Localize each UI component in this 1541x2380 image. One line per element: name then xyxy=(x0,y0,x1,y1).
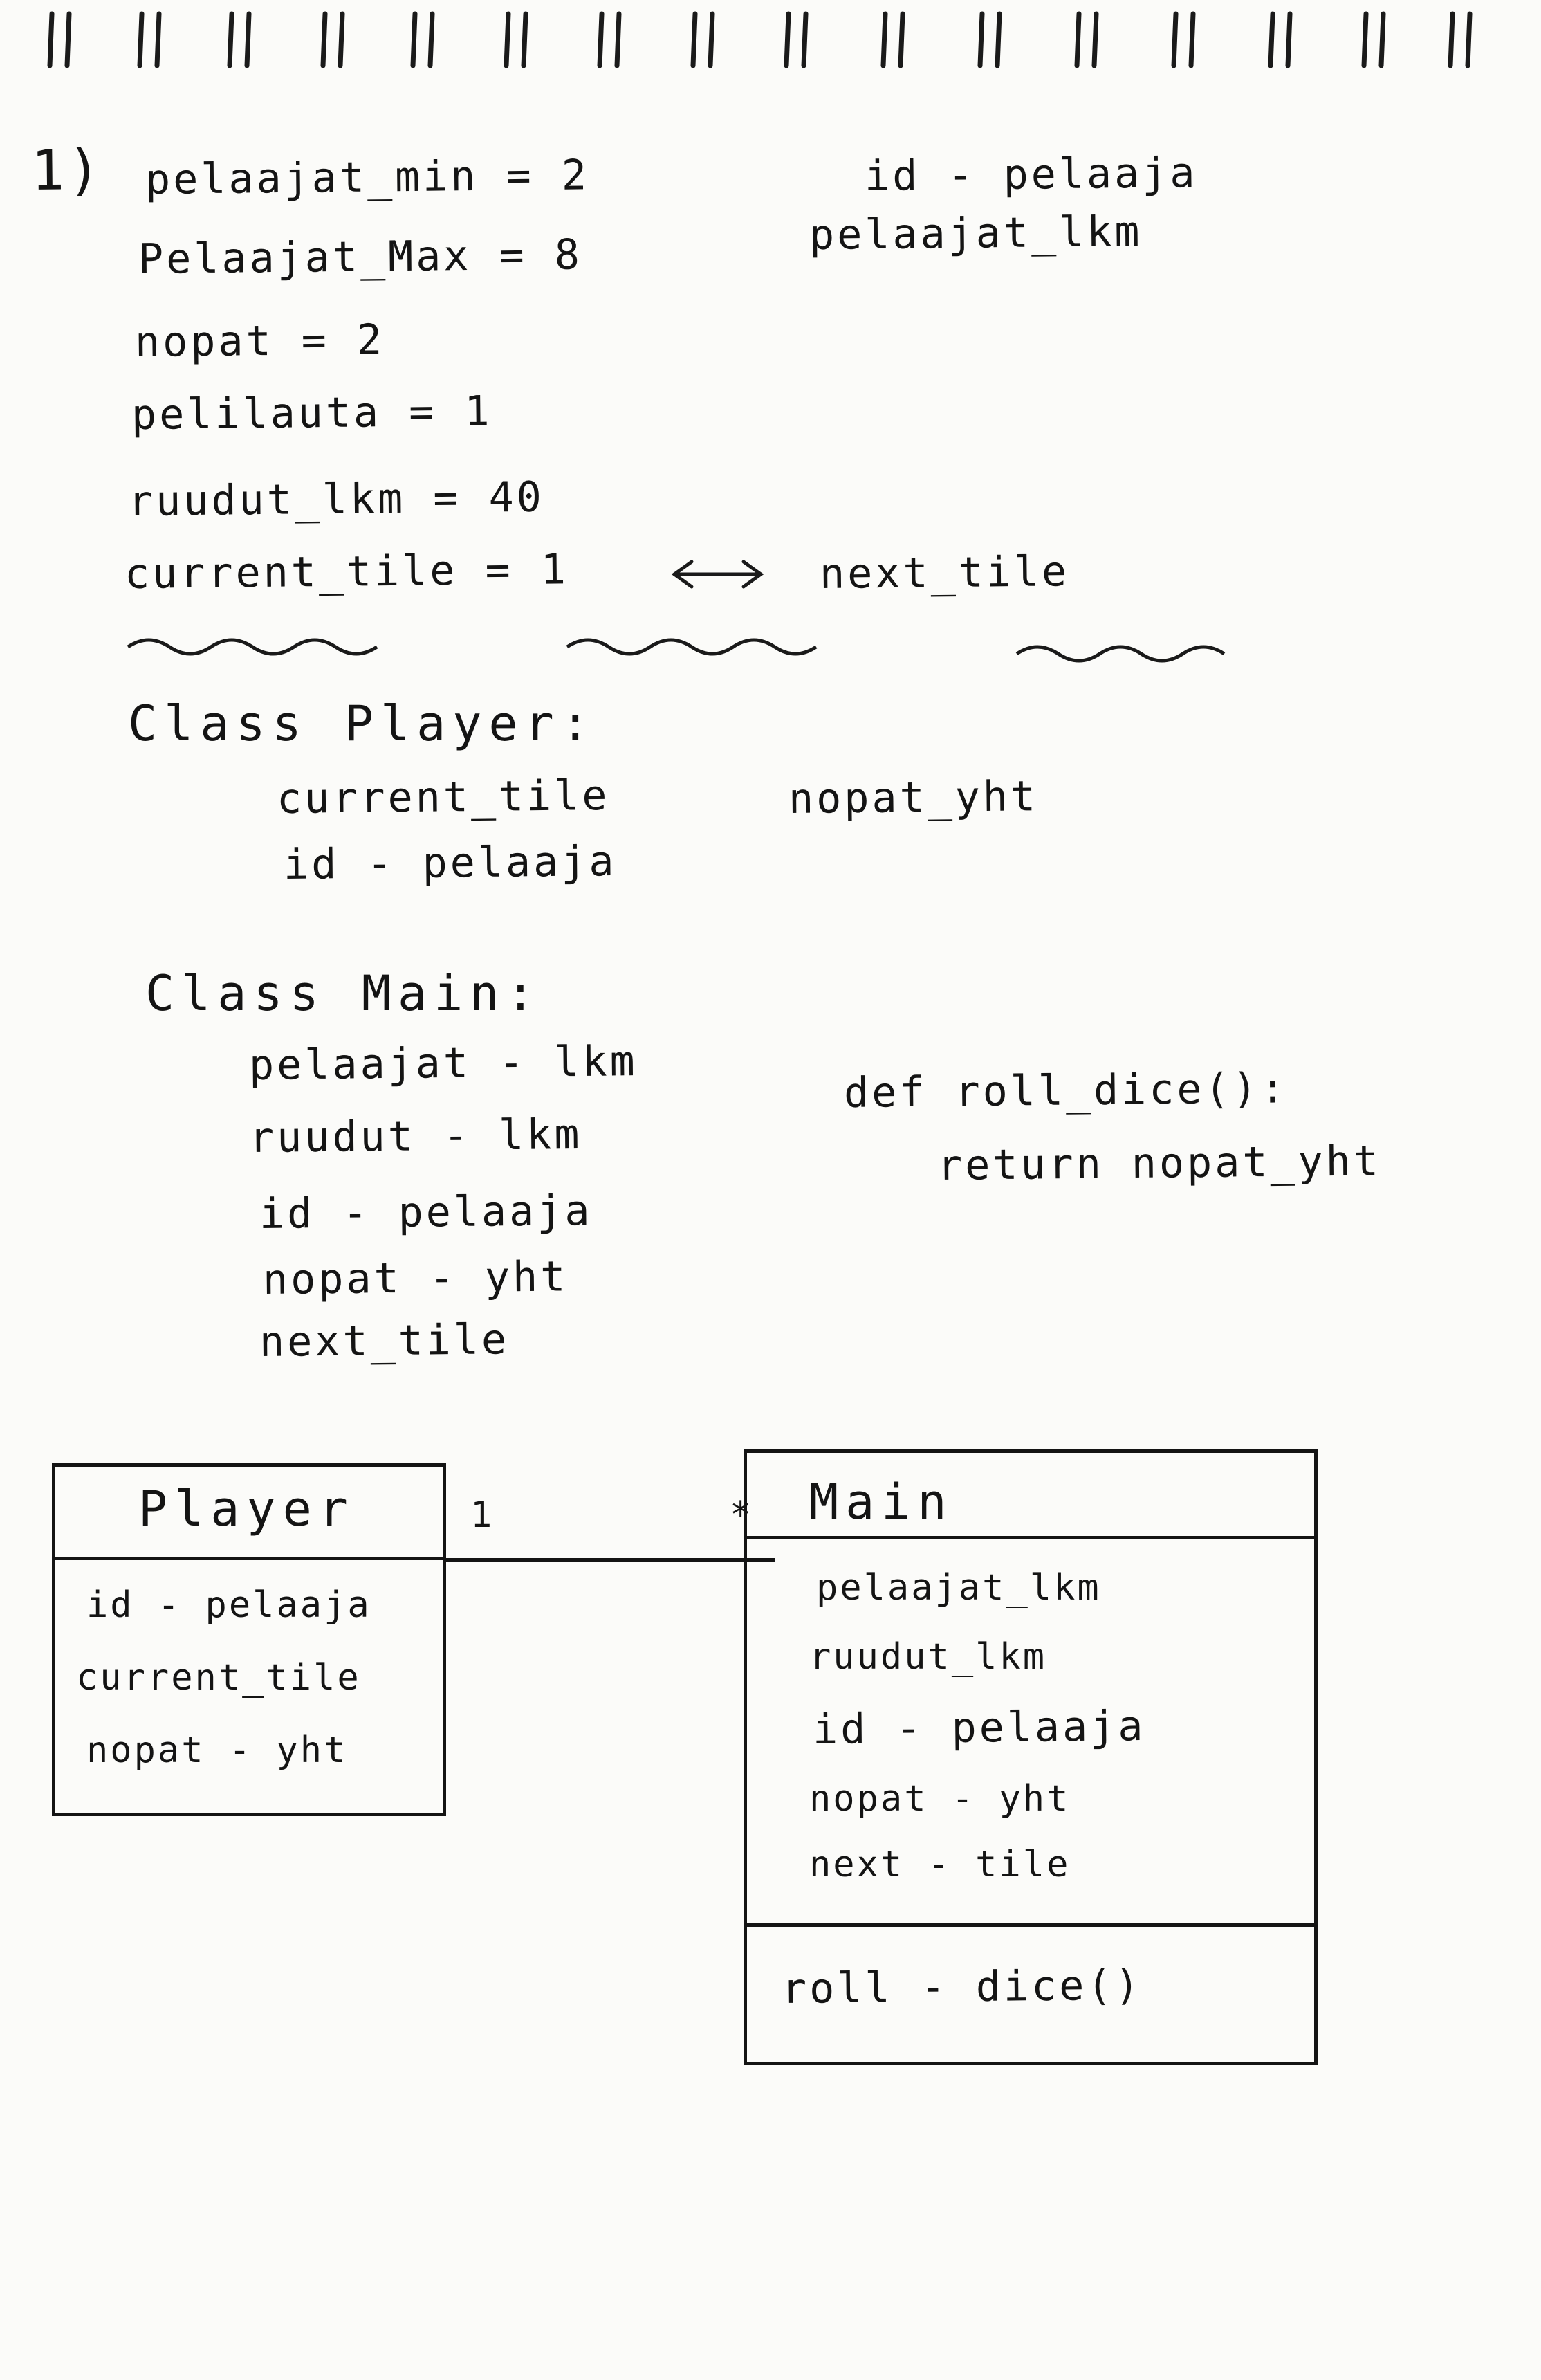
uml-main-title: Main xyxy=(809,1474,954,1530)
class-main-attr-2: ruudut - lkm xyxy=(248,1110,582,1162)
uml-main-attr-3: id - pelaaja xyxy=(812,1701,1146,1754)
uml-main-attr-1: pelaajat_lkm xyxy=(816,1567,1101,1609)
note-line-6: current_tile = 1 xyxy=(124,545,569,598)
class-main-header: Class Main: xyxy=(145,965,542,1022)
class-main-attr-5: next_tile xyxy=(259,1315,510,1366)
class-player-side-attr: nopat_yht xyxy=(788,772,1039,823)
uml-main-attr-5: next - tile xyxy=(809,1844,1071,1885)
note-right-1: id - pelaaja xyxy=(864,148,1198,201)
uml-main-attr-4: nopat - yht xyxy=(809,1778,1071,1820)
note-line-5: ruudut_lkm = 40 xyxy=(127,473,545,526)
note-line-3: nopat = 2 xyxy=(134,315,385,367)
uml-player-box: Player id - pelaaja current_tile nopat -… xyxy=(52,1463,446,1816)
multiplicity-left: 1 xyxy=(470,1494,495,1536)
class-player-attr-1: current_tile xyxy=(276,771,610,823)
uml-player-divider xyxy=(55,1557,443,1560)
class-main-attr-1: pelaajat - lkm xyxy=(248,1037,638,1090)
uml-main-method-1: roll - dice() xyxy=(781,1961,1143,2013)
class-player-header: Class Player: xyxy=(128,695,597,752)
uml-player-title: Player xyxy=(138,1481,355,1537)
uml-main-attr-2: ruudut_lkm xyxy=(809,1636,1047,1678)
note-line-1: pelaajat_min = 2 xyxy=(145,151,590,204)
uml-main-divider-top xyxy=(747,1536,1314,1539)
class-main-attr-4: nopat - yht xyxy=(262,1252,569,1304)
uml-player-attr-2: current_tile xyxy=(76,1657,361,1699)
method-def: def roll_dice(): xyxy=(843,1064,1289,1117)
note-line-4: pelilauta = 1 xyxy=(131,387,492,439)
uml-player-attr-3: nopat - yht xyxy=(86,1730,348,1771)
uml-main-divider-bottom xyxy=(747,1923,1314,1927)
multiplicity-right: * xyxy=(730,1494,754,1536)
note-right-2: pelaajat_lkm xyxy=(809,207,1143,259)
note-line-2: Pelaajat_Max = 8 xyxy=(138,230,583,284)
problem-number: 1) xyxy=(30,137,104,203)
uml-association-line xyxy=(443,1558,775,1562)
class-player-attr-2: id - pelaaja xyxy=(283,836,617,889)
uml-player-attr-1: id - pelaaja xyxy=(86,1584,371,1626)
method-body: return nopat_yht xyxy=(936,1137,1382,1190)
class-main-attr-3: id - pelaaja xyxy=(259,1186,593,1238)
arrow-target-label: next_tile xyxy=(819,547,1070,598)
uml-main-box: Main pelaajat_lkm ruudut_lkm id - pelaaj… xyxy=(744,1449,1318,2065)
